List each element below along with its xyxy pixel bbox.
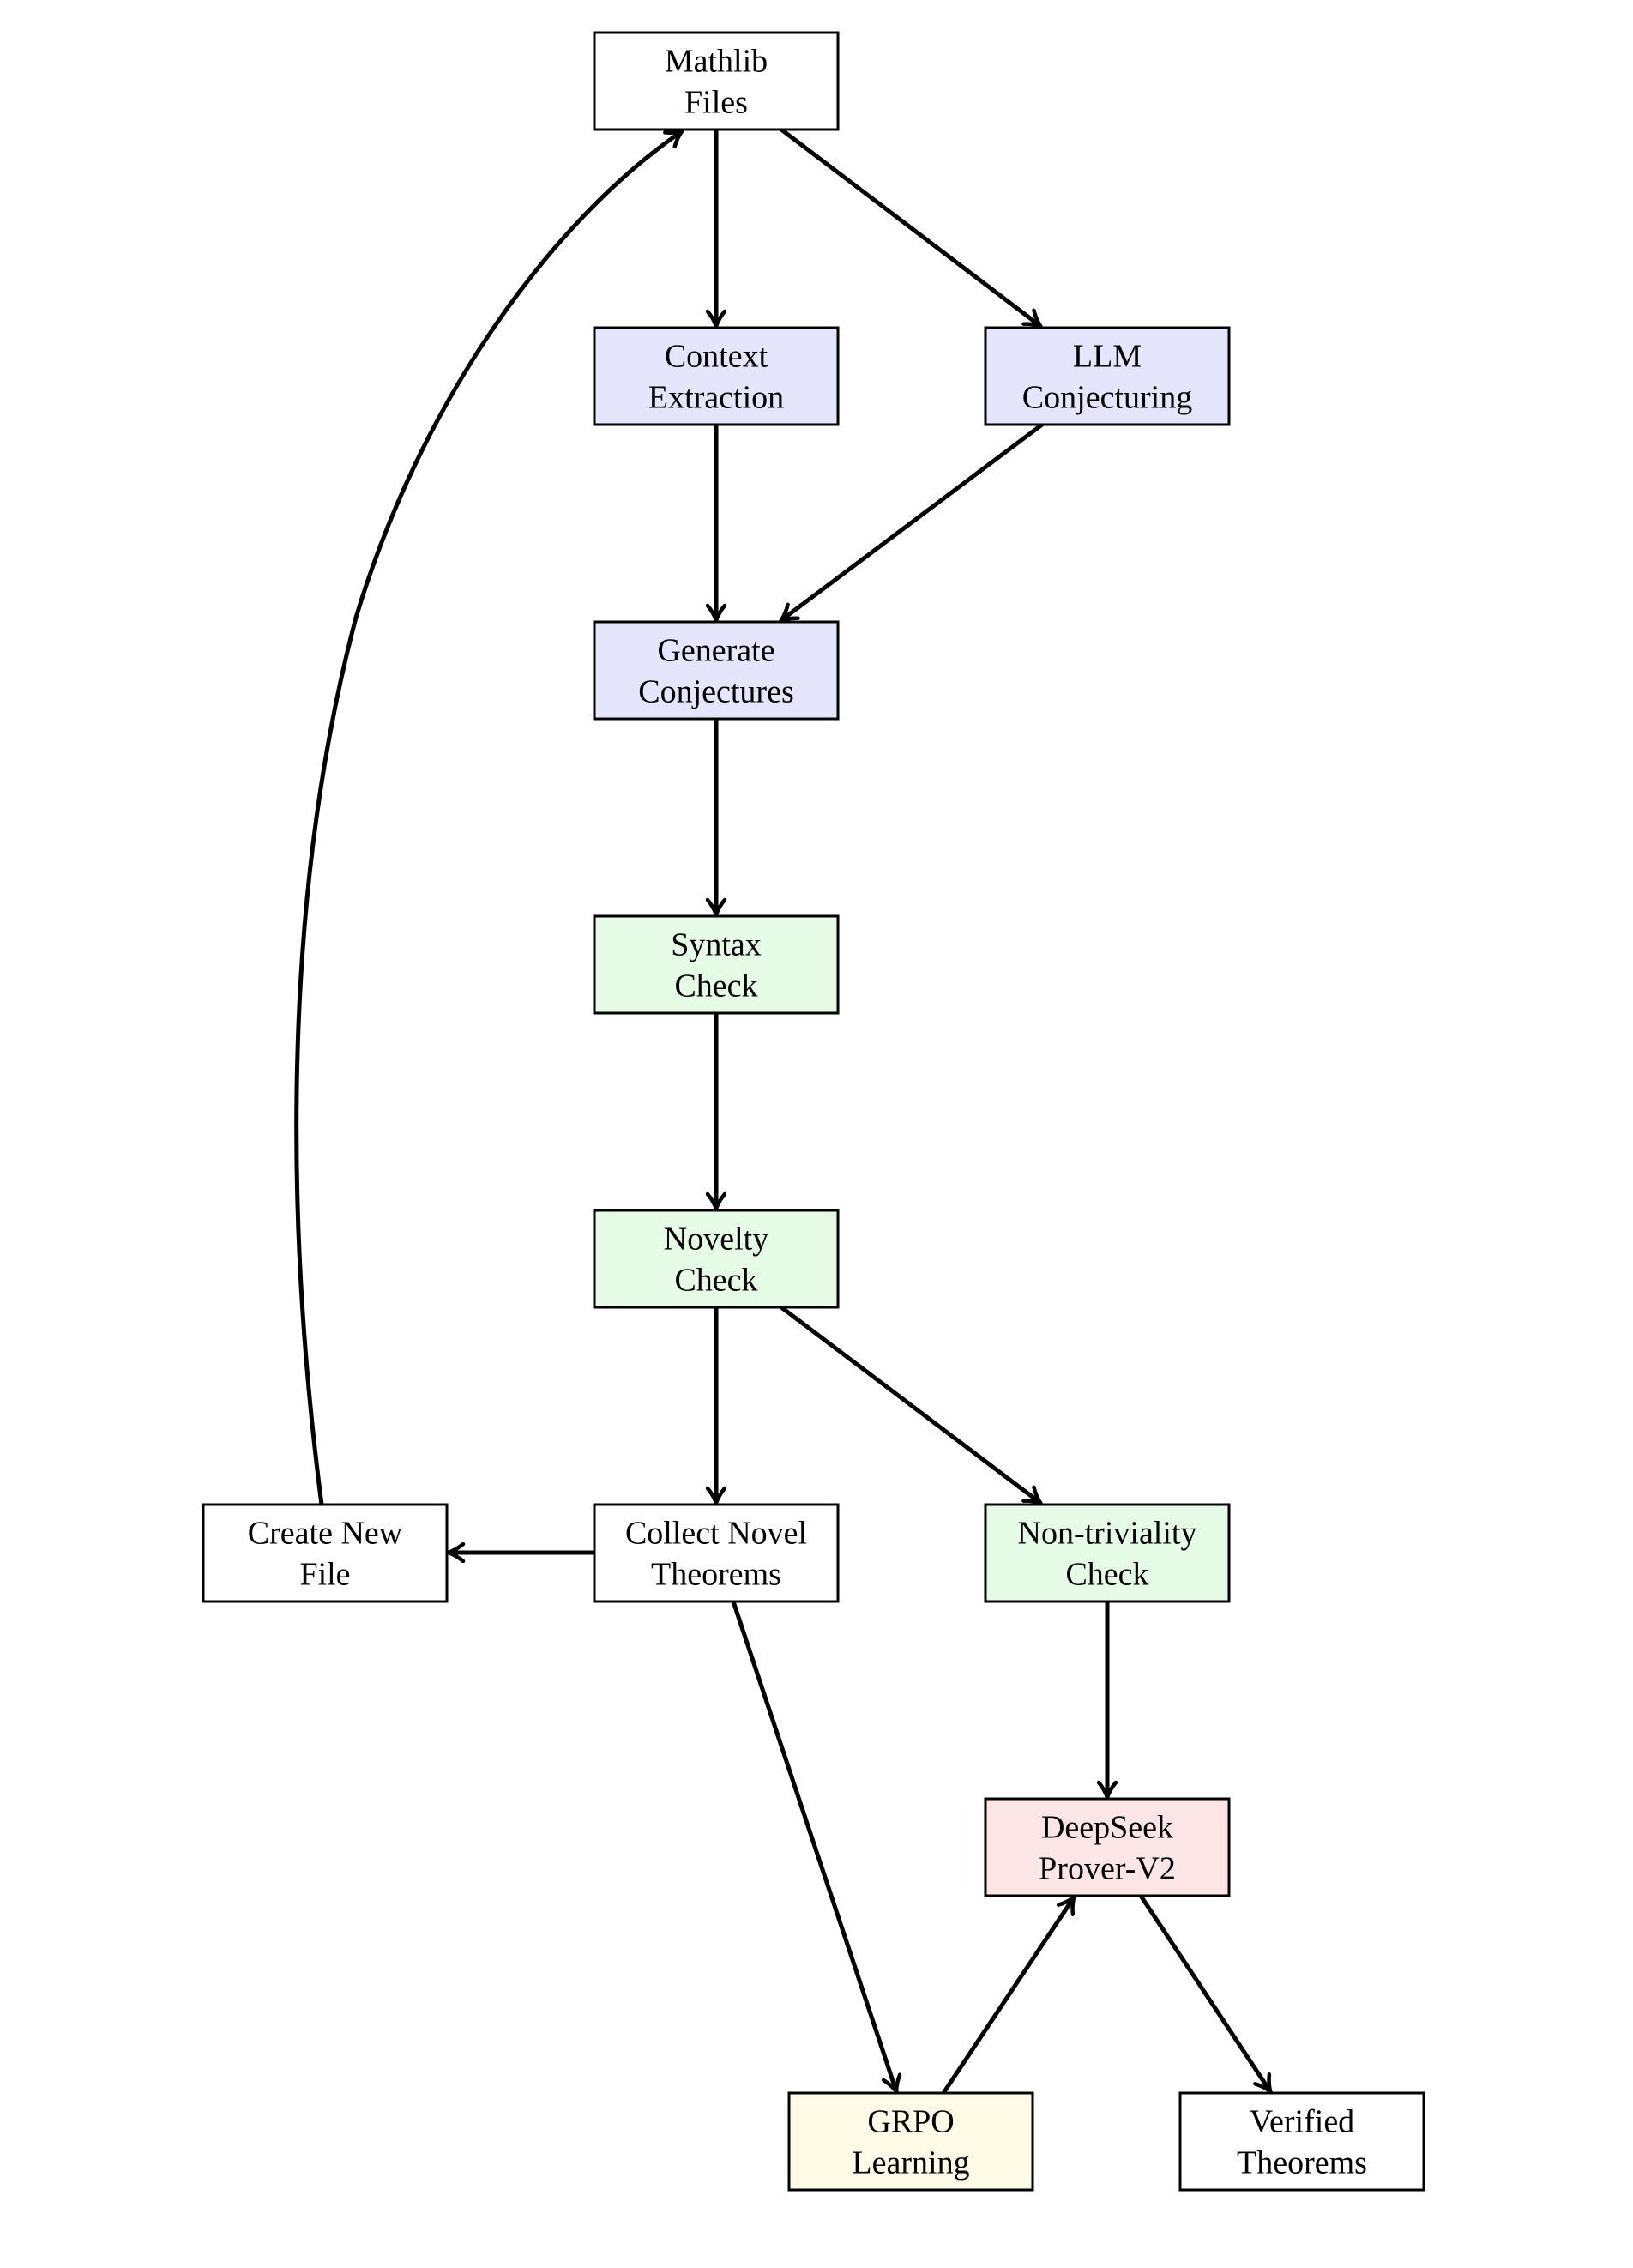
node-label-mathlib-1: Mathlib	[665, 44, 768, 80]
node-box-grpo	[787, 2091, 1034, 2192]
node-label-context-1: Context	[665, 339, 768, 375]
node-label-verified-1: Verified	[1250, 2104, 1354, 2140]
arrow-collect-to-grpo	[731, 1599, 896, 2094]
node-box-context	[593, 326, 840, 426]
node-label-llm-2: Conjecturing	[1022, 380, 1192, 416]
node-box-nontrivial	[984, 1503, 1231, 1603]
arrow-prover-to-verified	[1138, 1893, 1273, 2094]
node-label-grpo-2: Learning	[852, 2145, 969, 2181]
arrow-grpo-to-prover	[941, 1895, 1076, 2096]
node-label-context-2: Extraction	[648, 380, 784, 416]
arrow-createfile-to-mathlib	[294, 129, 684, 1507]
node-label-grpo-1: GRPO	[867, 2104, 954, 2140]
node-label-syntax-2: Check	[674, 968, 757, 1004]
node-label-novelty-2: Check	[674, 1263, 757, 1299]
node-label-mathlib-2: Files	[684, 85, 748, 121]
node-box-verified	[1178, 2091, 1425, 2192]
node-label-collect-1: Collect Novel	[625, 1516, 807, 1552]
arrow-novelty-to-nontrivial	[779, 1305, 1043, 1505]
node-label-nontrivial-2: Check	[1065, 1557, 1148, 1593]
node-label-syntax-1: Syntax	[671, 927, 762, 963]
node-box-collect	[593, 1503, 840, 1603]
node-box-llm	[984, 326, 1231, 426]
node-grpo: GRPO Learning	[787, 2091, 1034, 2192]
node-label-collect-2: Theorems	[651, 1557, 781, 1593]
arrow-llm-to-generate	[779, 422, 1045, 623]
node-label-generate-2: Conjectures	[638, 674, 794, 710]
node-box-mathlib	[593, 31, 840, 131]
arrow-mathlib-to-llm	[779, 127, 1043, 329]
node-box-createfile	[202, 1503, 449, 1603]
node-label-createfile-1: Create New	[248, 1516, 403, 1552]
node-box-prover	[984, 1797, 1231, 1897]
node-label-generate-1: Generate	[657, 633, 774, 669]
node-label-createfile-2: File	[299, 1557, 350, 1593]
node-label-novelty-1: Novelty	[664, 1221, 768, 1258]
node-label-prover-2: Prover-V2	[1039, 1851, 1176, 1887]
node-box-syntax	[593, 914, 840, 1015]
node-label-verified-2: Theorems	[1237, 2145, 1367, 2181]
node-label-prover-1: DeepSeek	[1041, 1810, 1173, 1846]
node-label-llm-1: LLM	[1073, 339, 1142, 375]
edges-layer	[294, 127, 1273, 2096]
node-label-nontrivial-1: Non-triviality	[1018, 1516, 1197, 1552]
node-box-generate	[593, 620, 840, 721]
node-llm: LLM Conjecturing	[984, 326, 1231, 426]
node-box-novelty	[593, 1209, 840, 1309]
